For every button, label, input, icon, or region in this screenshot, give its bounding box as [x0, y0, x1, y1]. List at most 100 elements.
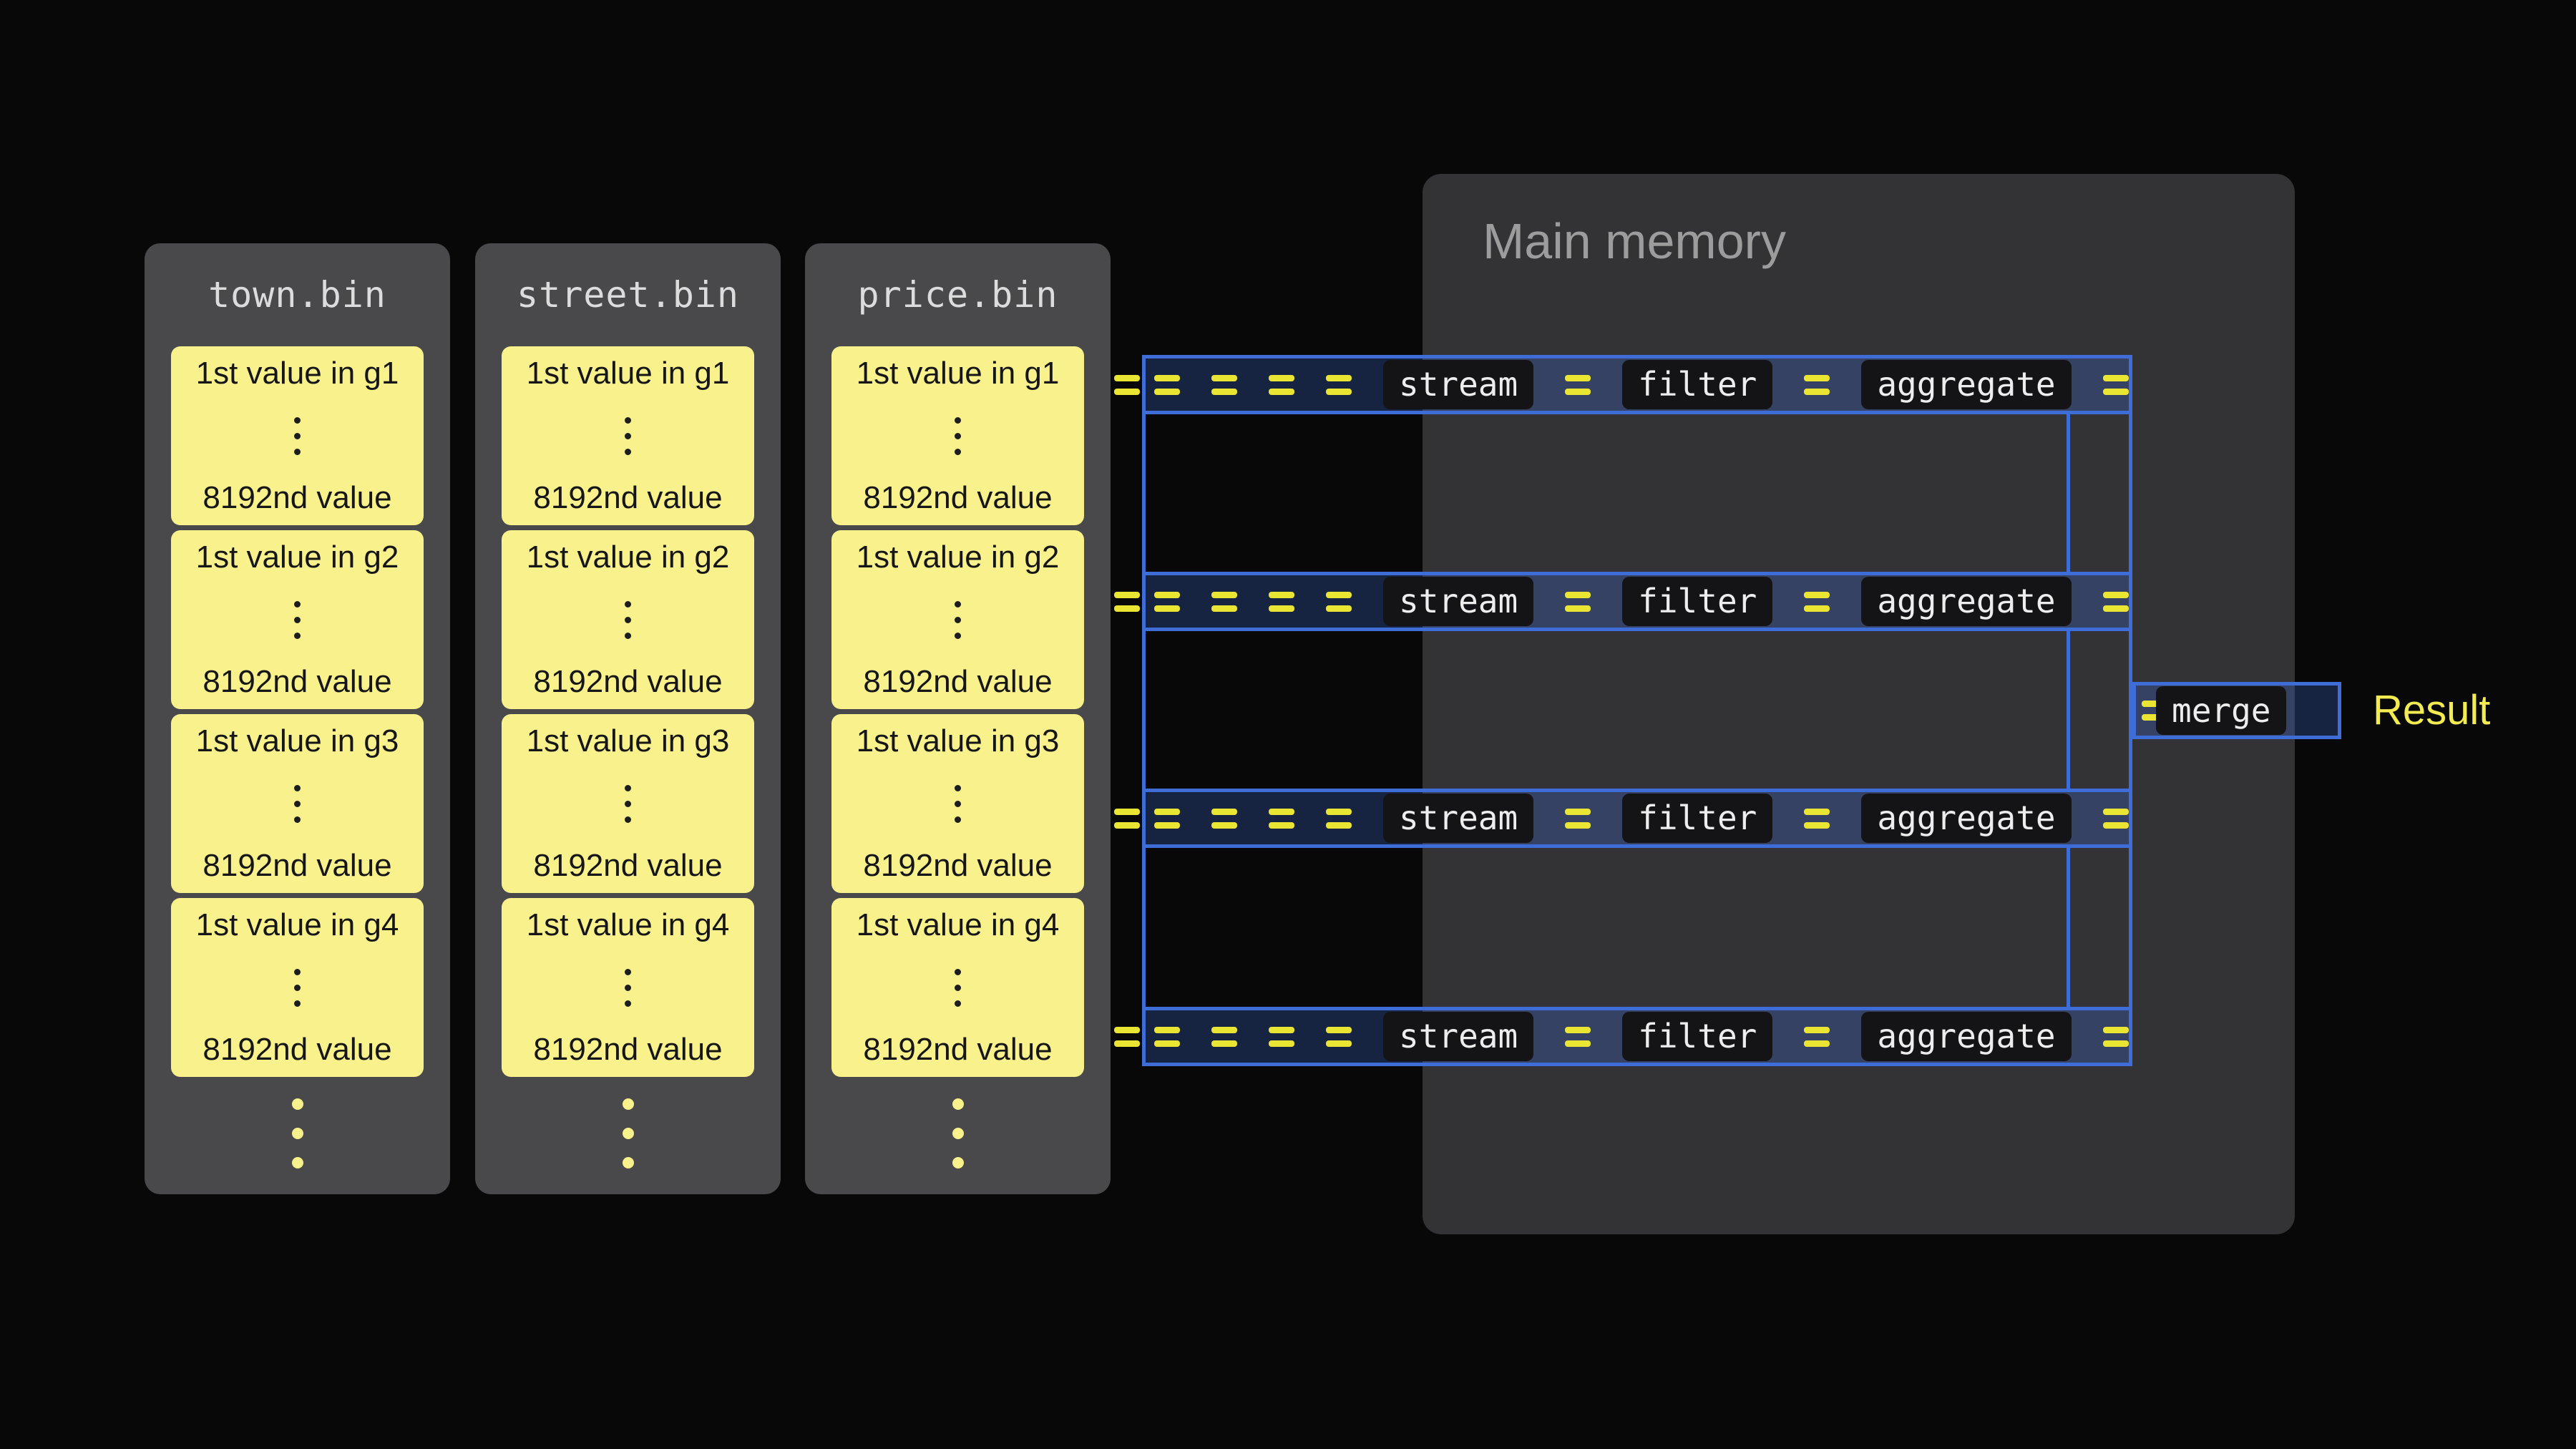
ellipsis-dots-icon — [625, 416, 631, 455]
stage-badge-filter: filter — [1622, 794, 1773, 843]
ellipsis-dots-icon — [955, 416, 961, 455]
granule-last-value: 8192nd value — [863, 663, 1053, 699]
granule-last-value: 8192nd value — [203, 663, 392, 699]
equals-icon — [1326, 1025, 1352, 1048]
ellipsis-dots-icon — [625, 784, 631, 823]
equals-icon — [1565, 1025, 1591, 1048]
granule-first-value: 1st value in g1 — [195, 356, 399, 391]
equals-icon — [1269, 807, 1294, 830]
file-column-street: street.bin 1st value in g1 8192nd value … — [475, 243, 781, 1194]
granule-block: 1st value in g4 8192nd value — [502, 898, 754, 1077]
equals-icon — [1565, 374, 1591, 396]
file-name-label: price.bin — [857, 274, 1058, 316]
granule-last-value: 8192nd value — [863, 479, 1053, 515]
merge-band: merge — [2132, 682, 2341, 739]
equals-icon — [1804, 590, 1830, 613]
ellipsis-dots-icon — [955, 600, 961, 639]
stream-lane-1: stream filter aggregate — [1114, 355, 2132, 414]
granule-first-value: 1st value in g3 — [856, 723, 1060, 758]
granule-first-value: 1st value in g4 — [856, 907, 1060, 942]
equals-icon — [1211, 590, 1237, 613]
granule-block: 1st value in g1 8192nd value — [831, 346, 1084, 525]
more-granules-dots-icon — [622, 1098, 634, 1169]
granule-block: 1st value in g4 8192nd value — [171, 898, 424, 1077]
granule-first-value: 1st value in g3 — [195, 723, 399, 758]
equals-icon — [1804, 1025, 1830, 1048]
granule-last-value: 8192nd value — [533, 663, 723, 699]
stage-badge-stream: stream — [1383, 360, 1534, 409]
equals-icon — [1804, 807, 1830, 830]
granule-block: 1st value in g4 8192nd value — [831, 898, 1084, 1077]
equals-icon — [1269, 374, 1294, 396]
stage-badge-aggregate: aggregate — [1861, 360, 2072, 409]
main-memory-title: Main memory — [1483, 213, 1786, 269]
stream-lane-4: stream filter aggregate — [1114, 1007, 2132, 1066]
granule-first-value: 1st value in g3 — [526, 723, 730, 758]
granule-block: 1st value in g1 8192nd value — [502, 346, 754, 525]
equals-icon — [2102, 807, 2129, 830]
granule-block: 1st value in g3 8192nd value — [502, 714, 754, 893]
equals-icon — [1269, 1025, 1294, 1048]
ellipsis-dots-icon — [294, 416, 301, 455]
granule-first-value: 1st value in g2 — [856, 540, 1060, 575]
granule-blocks: 1st value in g1 8192nd value 1st value i… — [171, 346, 424, 1077]
equals-icon — [1114, 807, 1140, 830]
equals-icon — [1211, 374, 1237, 396]
granule-first-value: 1st value in g1 — [526, 356, 730, 391]
granule-block: 1st value in g3 8192nd value — [831, 714, 1084, 893]
equals-icon — [1269, 590, 1294, 613]
ellipsis-dots-icon — [294, 968, 301, 1007]
equals-icon — [2102, 1025, 2129, 1048]
granule-first-value: 1st value in g2 — [526, 540, 730, 575]
granule-block: 1st value in g1 8192nd value — [171, 346, 424, 525]
equals-icon — [2142, 699, 2167, 722]
equals-icon — [1154, 374, 1180, 396]
granule-last-value: 8192nd value — [203, 479, 392, 515]
file-column-town: town.bin 1st value in g1 8192nd value 1s… — [145, 243, 450, 1194]
stream-connector-1 — [1142, 411, 2070, 575]
stream-lane-2: stream filter aggregate — [1114, 572, 2132, 631]
granule-first-value: 1st value in g4 — [195, 907, 399, 942]
equals-icon — [1154, 590, 1180, 613]
ellipsis-dots-icon — [955, 784, 961, 823]
merge-badge: merge — [2156, 686, 2287, 736]
ellipsis-dots-icon — [625, 968, 631, 1007]
granule-last-value: 8192nd value — [863, 1031, 1053, 1067]
ellipsis-dots-icon — [294, 600, 301, 639]
stream-lane-3: stream filter aggregate — [1114, 789, 2132, 848]
granule-last-value: 8192nd value — [533, 479, 723, 515]
granule-block: 1st value in g2 8192nd value — [831, 530, 1084, 709]
more-granules-dots-icon — [291, 1098, 303, 1169]
equals-icon — [1114, 374, 1140, 396]
equals-icon — [2102, 374, 2129, 396]
granule-blocks: 1st value in g1 8192nd value 1st value i… — [502, 346, 754, 1077]
more-granules-dots-icon — [952, 1098, 964, 1169]
granule-first-value: 1st value in g2 — [195, 540, 399, 575]
equals-icon — [1804, 374, 1830, 396]
file-name-label: town.bin — [208, 274, 386, 316]
equals-icon — [1326, 807, 1352, 830]
granule-block: 1st value in g2 8192nd value — [502, 530, 754, 709]
result-label: Result — [2373, 687, 2491, 733]
ellipsis-dots-icon — [625, 600, 631, 639]
granule-block: 1st value in g2 8192nd value — [171, 530, 424, 709]
granule-blocks: 1st value in g1 8192nd value 1st value i… — [831, 346, 1084, 1077]
equals-icon — [1114, 1025, 1140, 1048]
granule-first-value: 1st value in g4 — [526, 907, 730, 942]
stage-badge-stream: stream — [1383, 1012, 1534, 1061]
equals-icon — [1326, 374, 1352, 396]
file-column-price: price.bin 1st value in g1 8192nd value 1… — [805, 243, 1111, 1194]
stream-connector-2 — [1142, 628, 2070, 792]
equals-icon — [1154, 807, 1180, 830]
equals-icon — [1565, 590, 1591, 613]
stage-badge-aggregate: aggregate — [1861, 794, 2072, 843]
ellipsis-dots-icon — [294, 784, 301, 823]
equals-icon — [1326, 590, 1352, 613]
stage-badge-stream: stream — [1383, 577, 1534, 626]
equals-icon — [1565, 807, 1591, 830]
ellipsis-dots-icon — [955, 968, 961, 1007]
stage-badge-filter: filter — [1622, 1012, 1773, 1061]
equals-icon — [1154, 1025, 1180, 1048]
stage-badge-filter: filter — [1622, 360, 1773, 409]
